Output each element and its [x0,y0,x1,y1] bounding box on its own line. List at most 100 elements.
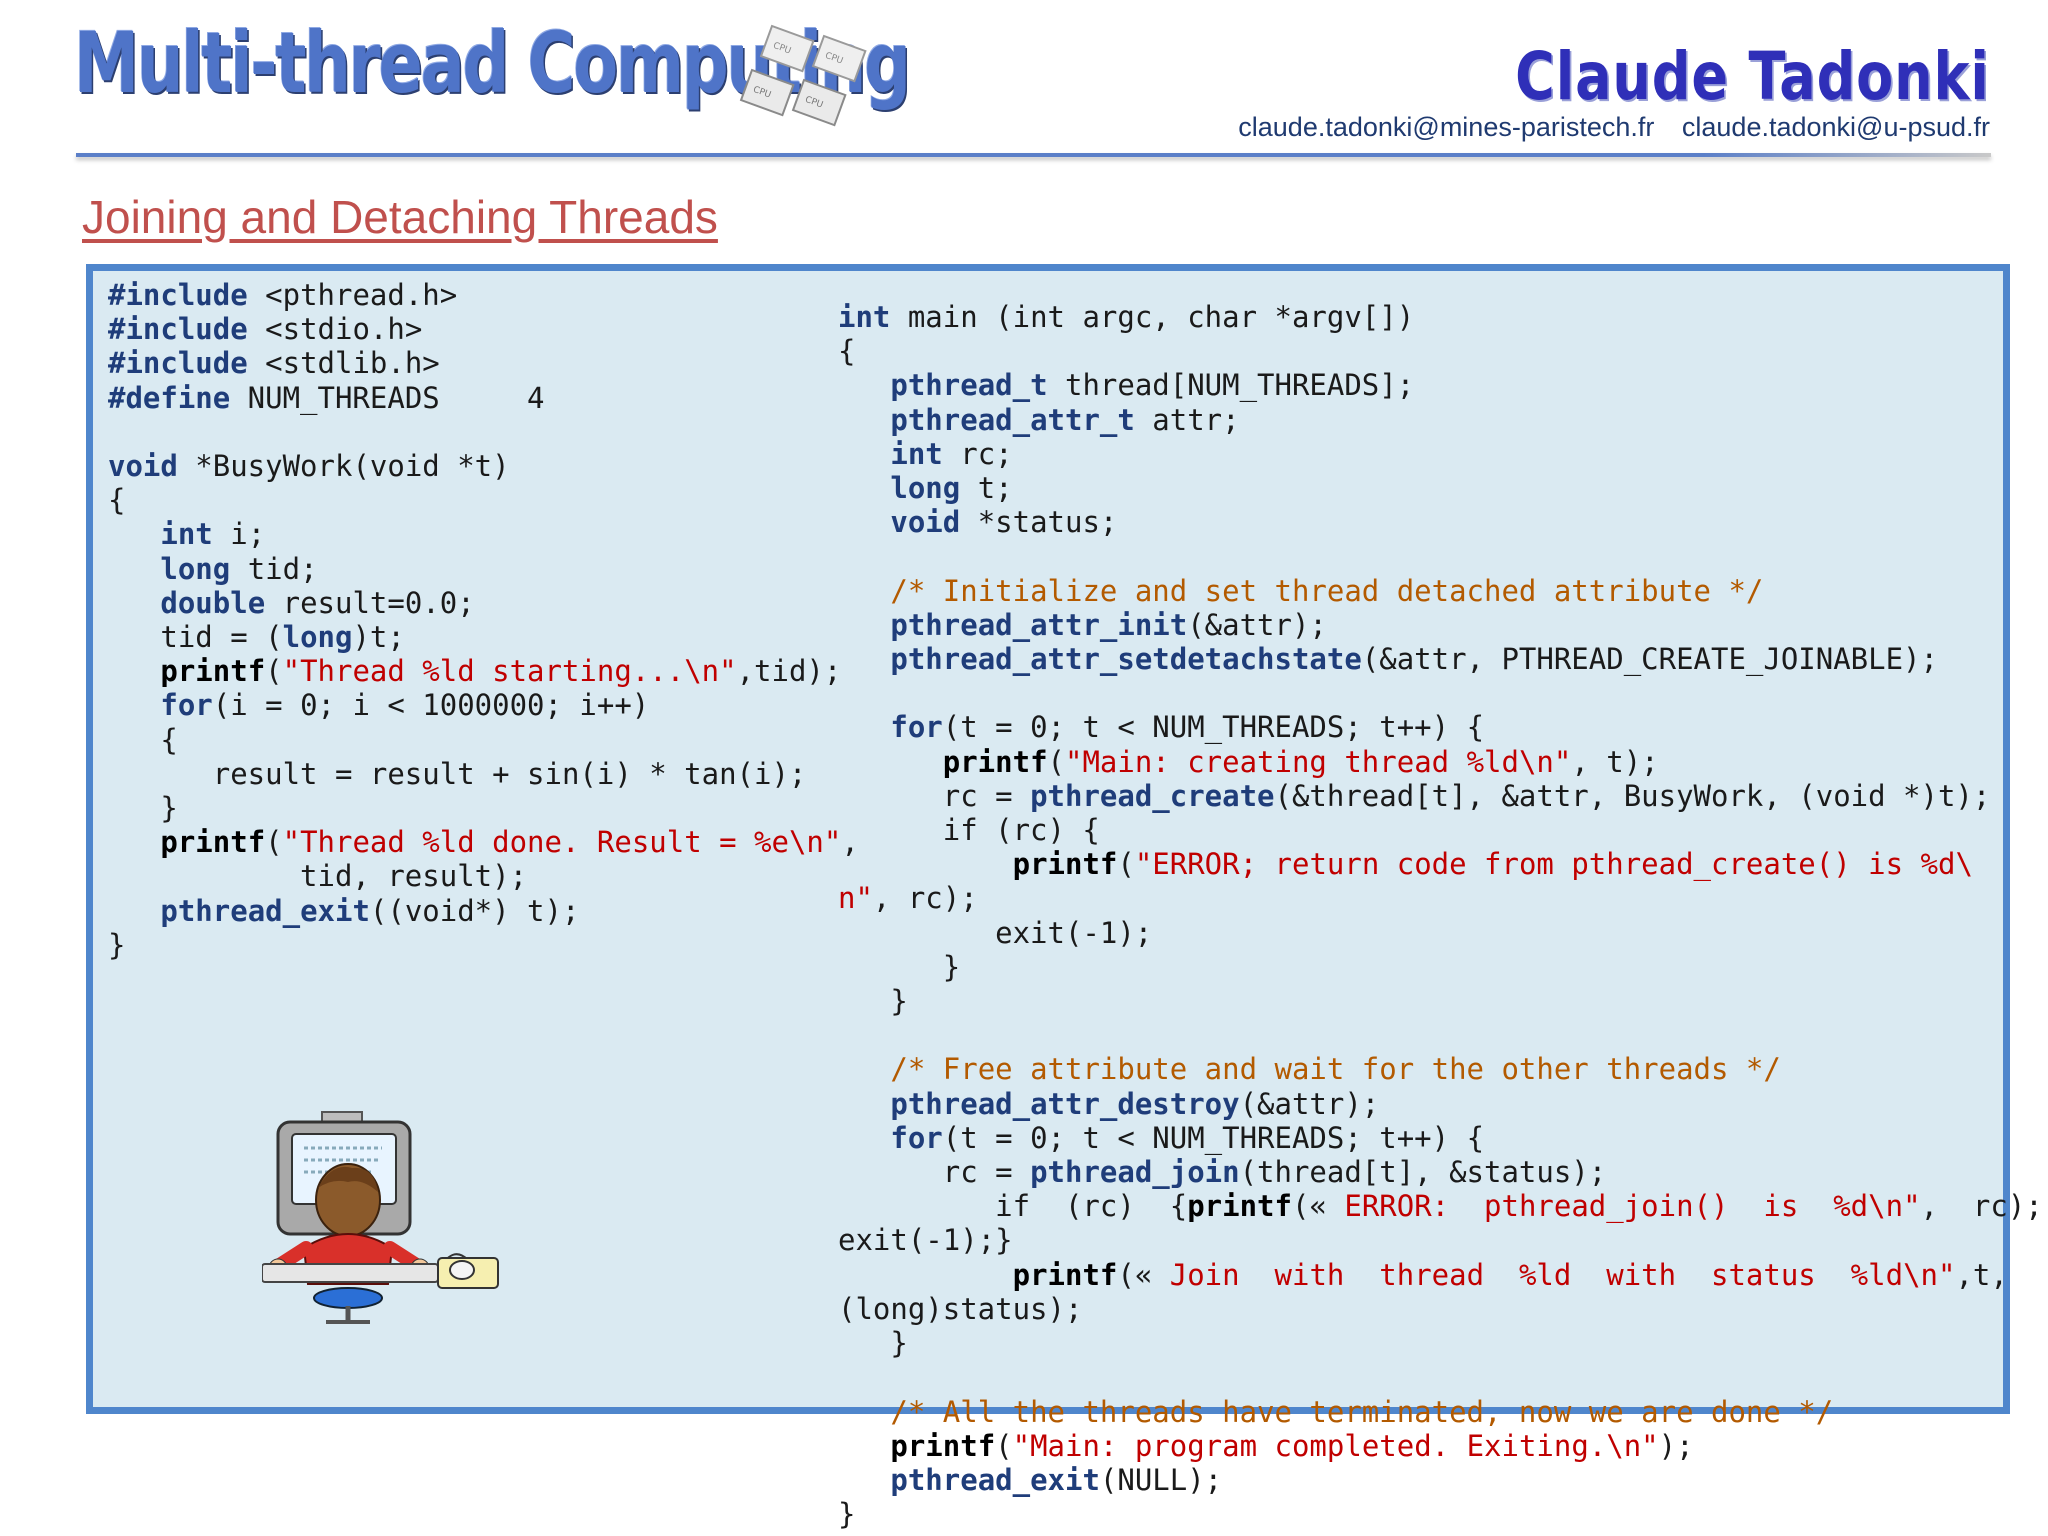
code-token: (i = 0; i < 1000000; i++) [212,688,650,723]
code-line: { [108,722,178,757]
code-line: if (rc) {printf(« ERROR: pthread_join() … [838,1189,2043,1223]
code-token: t; [960,471,1013,506]
code-token: #define [108,380,231,415]
code-token: , t); [1571,744,1659,779]
code-line: pthread_exit((void*) t); [108,894,579,928]
code-token: (long)status); [838,1291,1083,1326]
code-token: /* All the threads have terminated, now … [890,1394,1834,1429]
code-token: pthread_exit [160,893,370,928]
code-token: tid = ( [108,620,283,655]
code-token [838,1463,890,1497]
code-token: for [890,710,943,745]
code-token: } [108,791,178,826]
code-token: for [160,688,213,723]
code-token [108,825,160,859]
code-line: } [838,984,908,1019]
code-token: pthread_create [1030,778,1275,813]
code-token: { [108,483,126,518]
code-token: ( [265,825,283,860]
code-token [838,403,890,437]
code-token: <pthread.h> [247,278,458,312]
code-token: "Main: creating thread %ld\n" [1065,744,1572,779]
code-line: int i; [108,517,265,551]
code-token: double [160,585,266,620]
code-line: #include <stdlib.h> [108,346,440,380]
code-token [108,552,160,586]
code-token [838,368,890,402]
code-token: void [890,505,961,540]
code-token: result=0.0; [265,585,475,620]
code-token: "Thread %ld starting...\n" [282,654,737,689]
code-line: double result=0.0; [108,585,475,620]
code-token: <stdlib.h> [247,346,440,381]
code-token [838,471,890,505]
code-token: pthread_join [1030,1155,1240,1190]
code-line: #include <pthread.h> [108,278,457,312]
code-block-main: int main (int argc, char *argv[]) { pthr… [838,300,2043,1531]
code-line: /* All the threads have terminated, now … [838,1395,1833,1429]
code-token: tid, result); [108,859,528,894]
code-token: printf [890,1428,996,1463]
code-line: /* Initialize and set thread detached at… [838,574,1763,608]
code-token: pthread_t [890,368,1048,403]
code-token: , rc); [1920,1189,2043,1224]
code-token: main (int argc, char *argv[]) [890,300,1415,334]
code-token: int [890,436,943,471]
code-token: long [160,551,231,586]
code-line: (long)status); [838,1292,1082,1326]
code-token: } [838,949,961,984]
code-token [838,608,890,642]
code-line: printf("Thread %ld done. Result = %e\n", [108,825,858,860]
code-token: (NULL); [1099,1462,1223,1497]
code-token: void [108,449,178,484]
code-token: ERROR: pthread_join() is %d\n" [1344,1189,1921,1224]
cpu-chips-icon: CPU CPU CPU CPU [739,24,867,127]
code-line: #include <stdio.h> [108,312,422,346]
code-token: pthread_attr_setdetachstate [890,642,1362,677]
code-token: } [838,1326,908,1361]
code-line: tid = (long)t; [108,620,404,655]
code-line: } [838,1497,855,1531]
code-token: thread[NUM_THREADS]; [1047,368,1415,403]
code-token: , rc); [872,881,978,916]
code-line: pthread_t thread[NUM_THREADS]; [838,368,1414,402]
code-line: printf(« Join with thread %ld with statu… [838,1258,2008,1292]
code-token [838,1121,890,1155]
code-token: pthread_attr_init [890,607,1188,642]
code-token: printf [160,825,266,860]
code-line: int rc; [838,436,1013,471]
code-token: rc = [838,778,1031,813]
code-line: rc = pthread_join(thread[t], &status); [838,1155,1606,1189]
code-token: /* Initialize and set thread detached at… [890,573,1764,608]
code-token: ,tid); [736,654,842,689]
code-token: { [108,722,178,757]
code-token: pthread_exit [890,1462,1100,1497]
slide-heading: Joining and Detaching Threads [82,191,718,243]
code-line: for(i = 0; i < 1000000; i++) [108,688,649,722]
code-token: ); [1658,1428,1694,1463]
code-token: rc = [838,1155,1031,1190]
code-token: printf [160,654,266,689]
code-token: pthread_attr_destroy [890,1086,1240,1121]
code-token: exit(-1);} [838,1223,1013,1258]
email-u-psud: claude.tadonki@u-psud.fr [1681,112,1990,142]
code-token: *BusyWork(void *t) [177,449,510,484]
code-token: for [890,1120,943,1155]
code-line: #define NUM_THREADS 4 [108,381,545,415]
code-token [838,1052,890,1086]
code-token: if (rc) { [838,1189,1188,1224]
code-token: *status; [960,505,1118,540]
code-token: int [838,300,891,334]
code-token: } [838,984,908,1019]
code-token [108,586,160,620]
code-token: (&thread[t], &attr, BusyWork, (void *)t)… [1274,778,1991,813]
code-token: long [282,620,353,655]
code-token: (&attr); [1239,1086,1380,1121]
code-line: exit(-1);} [838,1223,1013,1257]
code-token: rc; [942,436,1013,471]
code-token: "Thread %ld done. Result = %e\n" [282,825,842,860]
code-line: printf("Main: creating thread %ld\n", t)… [838,745,1659,779]
code-token [838,1395,890,1429]
code-line: n", rc); [838,881,978,915]
code-token: ((void*) t); [369,893,580,928]
